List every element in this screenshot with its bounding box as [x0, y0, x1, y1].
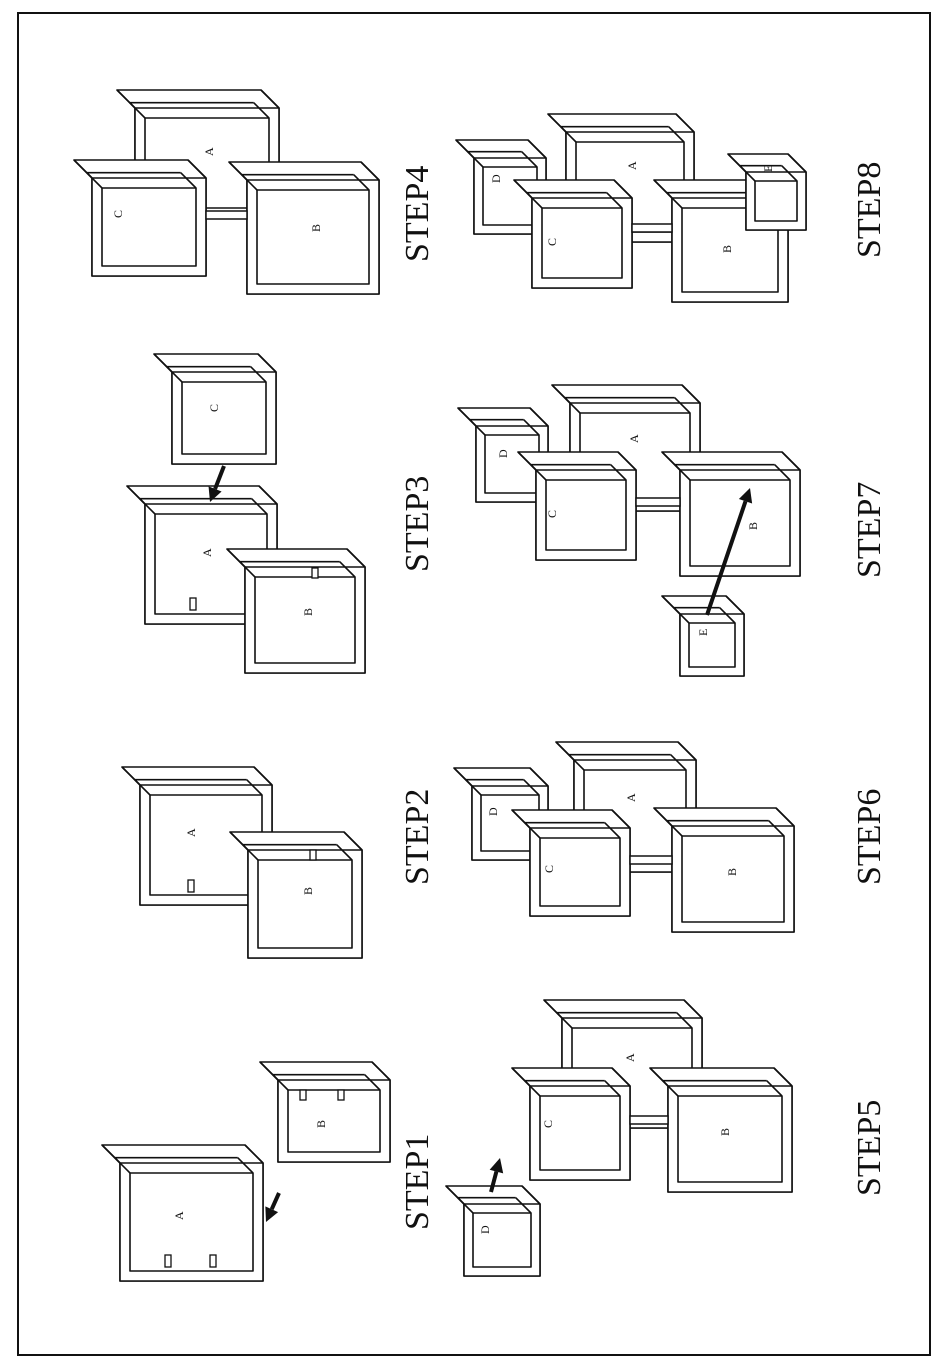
part-label-c: C: [545, 238, 559, 246]
connector-bar: [630, 856, 672, 864]
slot: [188, 880, 194, 892]
part-label-a: A: [202, 147, 216, 156]
slot: [190, 598, 196, 610]
part-label-b: B: [301, 887, 315, 895]
part-label-b: B: [314, 1120, 328, 1128]
connector-bar: [206, 211, 247, 219]
part-label-b: B: [720, 245, 734, 253]
box-c: [514, 180, 632, 288]
box-c: [512, 810, 630, 916]
part-label-d: D: [478, 1225, 492, 1234]
connector-bar: [632, 224, 672, 232]
box-c: [74, 160, 206, 276]
box-b: [227, 549, 365, 673]
part-label-a: A: [172, 1211, 186, 1220]
step-6-label: STEP6: [851, 789, 888, 885]
step-1-label: STEP1: [399, 1134, 436, 1230]
slot: [300, 1090, 306, 1100]
slot: [338, 1090, 344, 1100]
boxes-layer: [74, 90, 806, 1281]
part-label-c: C: [545, 510, 559, 518]
box-b: [662, 452, 800, 576]
part-label-c: C: [111, 210, 125, 218]
box-b: [229, 162, 379, 294]
part-label-d: D: [486, 807, 500, 816]
part-label-a: A: [623, 1053, 637, 1062]
connector-bar: [630, 1116, 668, 1124]
slot: [310, 850, 316, 860]
step-2-label: STEP2: [399, 789, 436, 885]
step-5-label: STEP5: [851, 1100, 888, 1196]
part-label-a: A: [625, 161, 639, 170]
part-label-b: B: [718, 1128, 732, 1136]
part-label-b: B: [301, 608, 315, 616]
slot: [210, 1255, 216, 1267]
insert-arrow: [265, 1193, 279, 1222]
slot: [312, 568, 318, 578]
connector-bar: [636, 498, 680, 506]
part-label-d: D: [496, 449, 510, 458]
box-d: [446, 1186, 540, 1276]
part-label-b: B: [725, 868, 739, 876]
box-c: [518, 452, 636, 560]
part-label-a: A: [200, 548, 214, 557]
box-c: [512, 1068, 630, 1180]
part-label-d: D: [489, 174, 503, 183]
part-label-b: B: [309, 224, 323, 232]
part-label-e: E: [761, 165, 775, 172]
part-label-c: C: [542, 865, 556, 873]
step-3-label: STEP3: [399, 476, 436, 572]
part-label-a: A: [627, 434, 641, 443]
box-b: [230, 832, 362, 958]
part-label-a: A: [184, 828, 198, 837]
part-label-c: C: [207, 404, 221, 412]
part-label-b: B: [746, 522, 760, 530]
slot: [165, 1255, 171, 1267]
step-4-label: STEP4: [399, 166, 436, 262]
box-b: [260, 1062, 390, 1162]
part-label-a: A: [624, 793, 638, 802]
part-label-c: C: [541, 1120, 555, 1128]
step-8-label: STEP8: [851, 162, 888, 258]
step-7-label: STEP7: [851, 482, 888, 578]
part-label-e: E: [696, 629, 710, 636]
box-b: [654, 808, 794, 932]
